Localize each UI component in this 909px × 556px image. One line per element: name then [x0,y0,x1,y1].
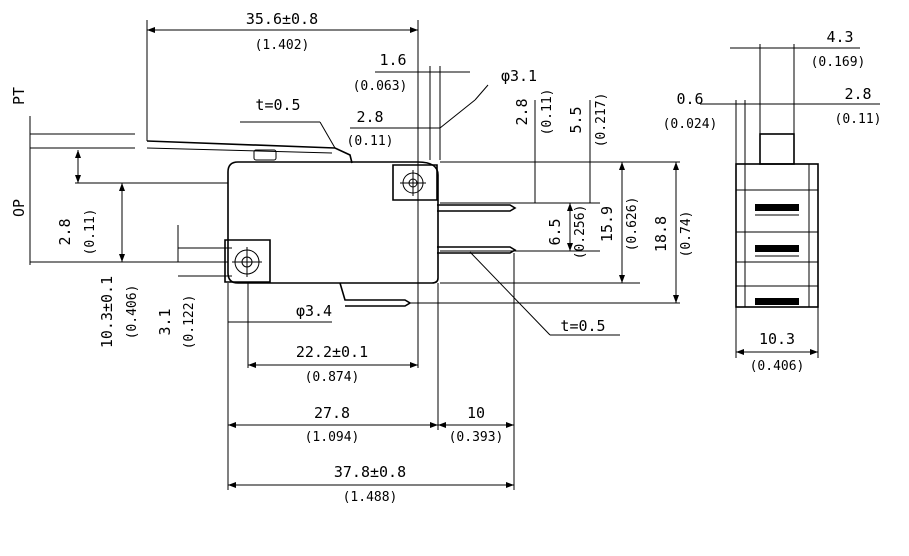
front-view [30,20,680,490]
switch-body [227,161,439,284]
dim-gap-in: (0.024) [663,117,718,132]
dim-terminal-pitch-in: (0.256) [573,205,588,260]
dim-lever-to-hole: 2.8 [356,108,383,126]
lever-hinge [253,149,277,161]
dim-terminal-thickness: t=0.5 [560,317,605,335]
dim-top-width: 4.3 [826,28,853,46]
dim-terminal-length: 10 [467,404,485,422]
label-op: OP [10,199,28,217]
dim-pivot-hole: φ3.1 [501,67,537,85]
dim-mount-hole: φ3.4 [296,302,332,320]
side-view [700,44,880,358]
dim-body-length: 27.8 [314,404,350,422]
front-dimension-lines [29,27,679,488]
dim-op-offset-in: (0.11) [83,209,98,256]
side-body [735,163,819,308]
dim-actuator-width: 2.8 [844,85,871,103]
dim-mount-hole-dia: 3.1 [156,308,174,335]
front-dimension-text: 35.6±0.8 (1.402) 1.6 (0.063) φ3.1 t=0.5 … [10,10,694,505]
dim-top-width-in: (0.169) [811,55,866,70]
dim-hole-offset-v-in: (0.11) [540,89,555,136]
dim-hole-spacing-in: (0.874) [305,370,360,385]
actuator-lever [146,140,353,164]
dim-lever-thickness: t=0.5 [255,96,300,114]
dim-overall-length: 35.6±0.8 [246,10,318,28]
dim-body-height-in: (0.74) [679,211,694,258]
dim-overall-length-in: (1.402) [255,38,310,53]
dim-mount-height: 10.3±0.1 [98,276,116,348]
dim-mount-hole-dia-in: (0.122) [182,295,197,350]
pivot-boss [392,164,438,201]
dim-gap: 0.6 [676,90,703,108]
terminals [339,204,517,307]
dim-body-width: 10.3 [759,330,795,348]
dim-hole-spacing: 22.2±0.1 [296,343,368,361]
dim-terminal-length-in: (0.393) [449,430,504,445]
dim-body-length-in: (1.094) [305,430,360,445]
side-terminal-bottom [755,298,799,305]
dim-top-to-hole: 5.5 [567,106,585,133]
side-terminal-top [755,204,799,211]
label-pt: PT [10,87,28,105]
dim-terminal-pitch: 6.5 [546,218,564,245]
dim-body-width-in: (0.406) [750,359,805,374]
side-dimension-text: 4.3 (0.169) 0.6 (0.024) 2.8 (0.11) 10.3 … [663,28,882,374]
dim-op-offset: 2.8 [56,218,74,245]
dim-total-length-in: (1.488) [343,490,398,505]
dim-lever-to-hole-in: (0.11) [347,134,394,149]
dim-actuator-width-in: (0.11) [835,112,882,127]
side-terminal-mid [755,245,799,252]
actuator-plunger [759,133,795,165]
dim-hole-offset-v: 2.8 [513,98,531,125]
dim-lever-gap: 1.6 [379,51,406,69]
mount-boss [224,239,271,283]
dim-total-length: 37.8±0.8 [334,463,406,481]
dim-body-height-inner: 15.9 [598,206,616,242]
dim-top-to-hole-in: (0.217) [594,93,609,148]
dim-body-height-inner-in: (0.626) [625,197,640,252]
dim-body-height: 18.8 [652,216,670,252]
dim-lever-gap-in: (0.063) [353,79,408,94]
dim-mount-height-in: (0.406) [125,285,140,340]
